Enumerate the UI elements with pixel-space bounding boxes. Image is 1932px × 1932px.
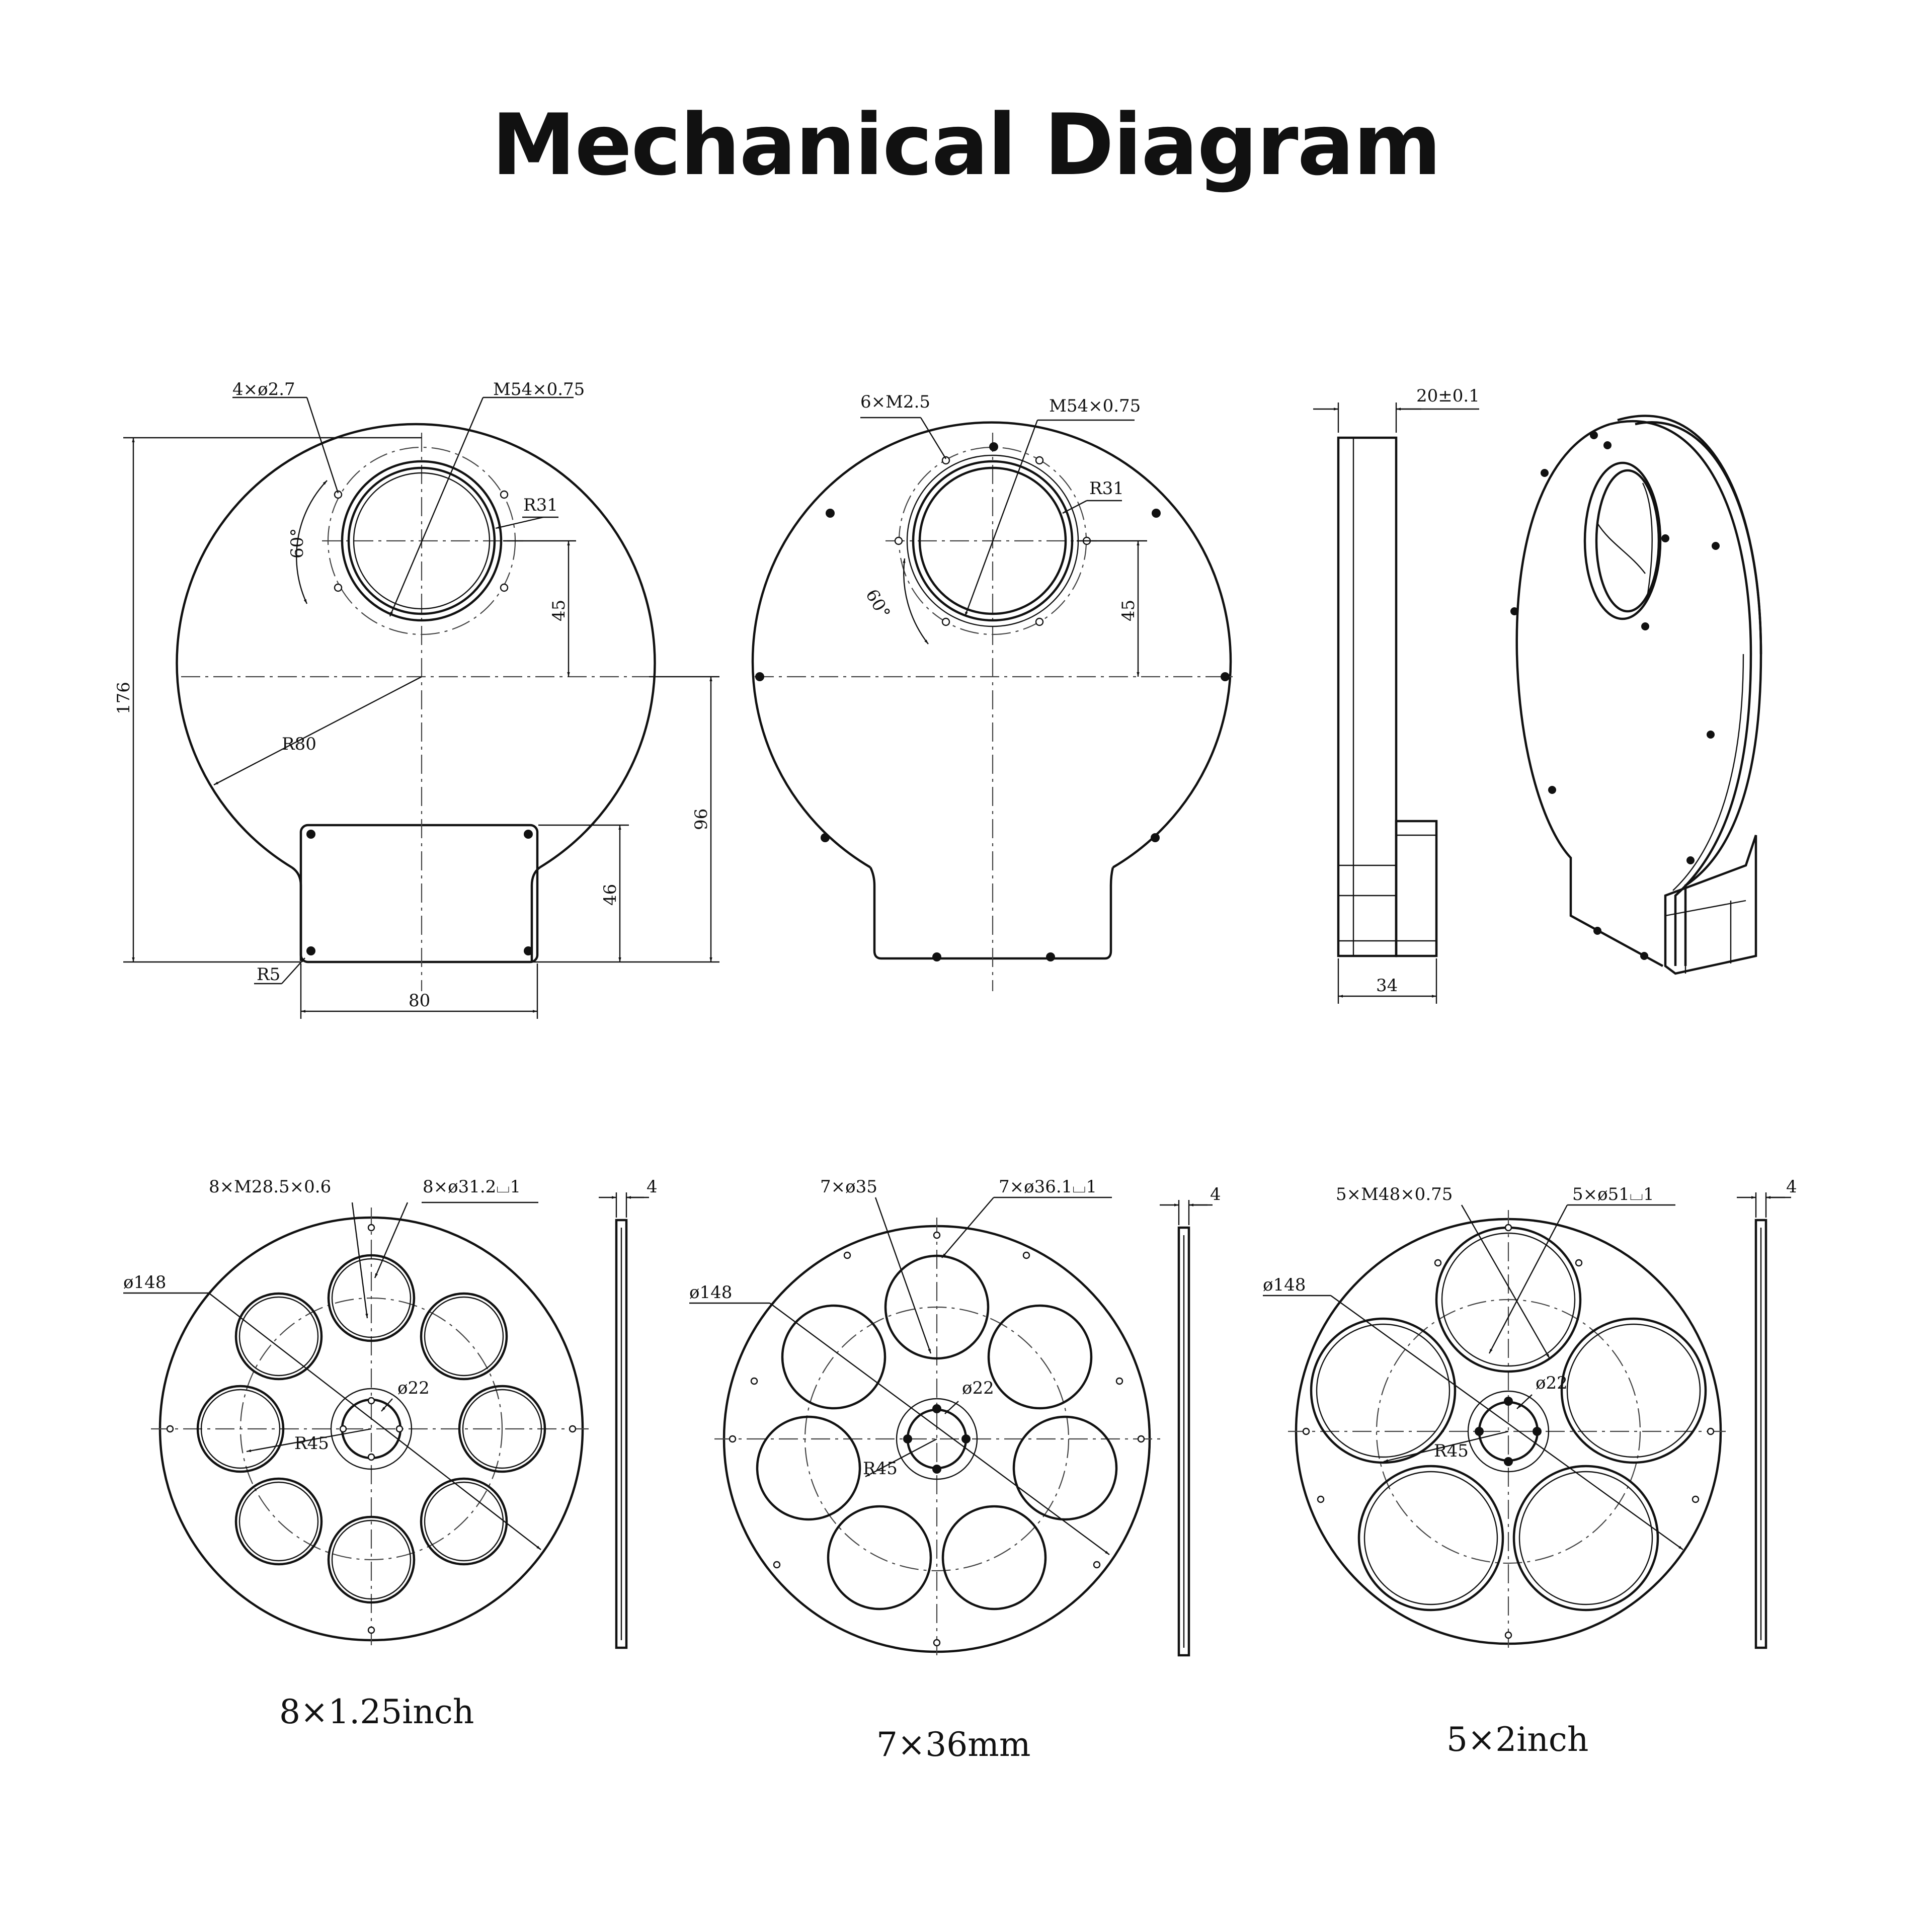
- wheel2-caption: 7×36mm: [876, 1725, 1030, 1764]
- wheel2-recess-label: 7×ø36.1⌴1: [999, 1177, 1097, 1197]
- wheel1-filter-slots: [196, 1254, 546, 1604]
- back-port-outer-ring: [912, 460, 1074, 622]
- wheel-5x2: 5×M48×0.75 5×ø51⌴1 ø148 ø22 R45 4 5×2inc…: [1263, 1177, 1797, 1759]
- front-thread-label: M54×0.75: [493, 379, 585, 399]
- side-box: [1395, 820, 1438, 957]
- wheel3-recess-label: 5×ø51⌴1: [1572, 1184, 1654, 1204]
- front-height-label: 176: [114, 682, 134, 714]
- front-corner-radius-label: R5: [257, 964, 280, 985]
- wheel3-pitch-label: R45: [1434, 1441, 1469, 1461]
- front-view: 4×ø2.7 M54×0.75 R31 60° 45 176 R80 96 46…: [114, 379, 719, 1019]
- wheel2-thread-label: 7×ø35: [820, 1177, 877, 1197]
- wheel1-hub-label: ø22: [397, 1378, 430, 1398]
- wheel2-pitch-label: R45: [863, 1459, 898, 1479]
- front-radius-small-label: R31: [523, 495, 558, 515]
- front-port-outer-ring: [341, 460, 503, 622]
- wheel1-section: [615, 1219, 628, 1649]
- wheel1-recess-label: 8×ø31.2⌴1: [423, 1177, 521, 1197]
- front-body-outline: [176, 423, 656, 869]
- iso-back-plate: [1515, 423, 1664, 967]
- front-control-box: [299, 824, 539, 963]
- page-title: Mechanical Diagram: [492, 96, 1441, 194]
- wheel2-section: [1177, 1226, 1190, 1657]
- wheel3-thread-label: 5×M48×0.75: [1336, 1184, 1453, 1204]
- wheel2-diameter-label: ø148: [689, 1282, 732, 1303]
- front-hole-label: 4×ø2.7: [232, 379, 295, 399]
- front-bottom-offset-label: 96: [691, 809, 711, 830]
- front-box-height-label: 46: [600, 884, 620, 906]
- wheel2-thickness-label: 4: [1210, 1184, 1221, 1204]
- wheel3-caption: 5×2inch: [1446, 1720, 1588, 1759]
- wheel1-thickness-label: 4: [647, 1177, 658, 1197]
- wheel1-pitch-label: R45: [294, 1433, 329, 1454]
- back-view: 6×M2.5 M54×0.75 R31 60° 45: [751, 392, 1233, 991]
- back-thread-label: M54×0.75: [1049, 396, 1141, 416]
- isometric-view: [1510, 415, 1762, 975]
- side-depth-label: 34: [1376, 976, 1398, 996]
- front-box-width-label: 80: [409, 991, 430, 1011]
- back-angle-label: 60°: [861, 586, 894, 622]
- wheel2-filter-slots: [756, 1254, 1118, 1611]
- front-offset-label: 45: [549, 600, 569, 621]
- wheel-8x125: 8×M28.5×0.6 8×ø31.2⌴1 ø148 ø22 R45 4 8×1…: [123, 1177, 658, 1731]
- front-mount-hole: [334, 490, 343, 499]
- wheel1-diameter-label: ø148: [123, 1272, 166, 1293]
- side-body: [1337, 436, 1398, 957]
- back-screw-label: 6×M2.5: [860, 392, 930, 412]
- wheel3-hub-label: ø22: [1536, 1373, 1568, 1393]
- wheel3-diameter-label: ø148: [1263, 1275, 1306, 1295]
- back-radius-small-label: R31: [1089, 478, 1124, 499]
- wheel3-section: [1754, 1219, 1767, 1649]
- back-body-outline: [751, 421, 1232, 868]
- wheel1-thread-label: 8×M28.5×0.6: [209, 1177, 331, 1197]
- back-offset-label: 45: [1118, 600, 1139, 621]
- wheel-7x36: 7×ø35 7×ø36.1⌴1 ø148 ø22 R45 4 7×36mm: [689, 1177, 1221, 1764]
- side-view: 20±0.1 34: [1313, 386, 1480, 1004]
- wheel2-hub-label: ø22: [962, 1378, 994, 1398]
- wheel3-thickness-label: 4: [1786, 1177, 1797, 1197]
- front-radius-large-label: R80: [282, 734, 316, 754]
- wheel1-caption: 8×1.25inch: [279, 1693, 474, 1731]
- front-angle-label: 60°: [287, 528, 307, 558]
- iso-port: [1583, 461, 1662, 620]
- side-thickness-label: 20±0.1: [1416, 386, 1480, 406]
